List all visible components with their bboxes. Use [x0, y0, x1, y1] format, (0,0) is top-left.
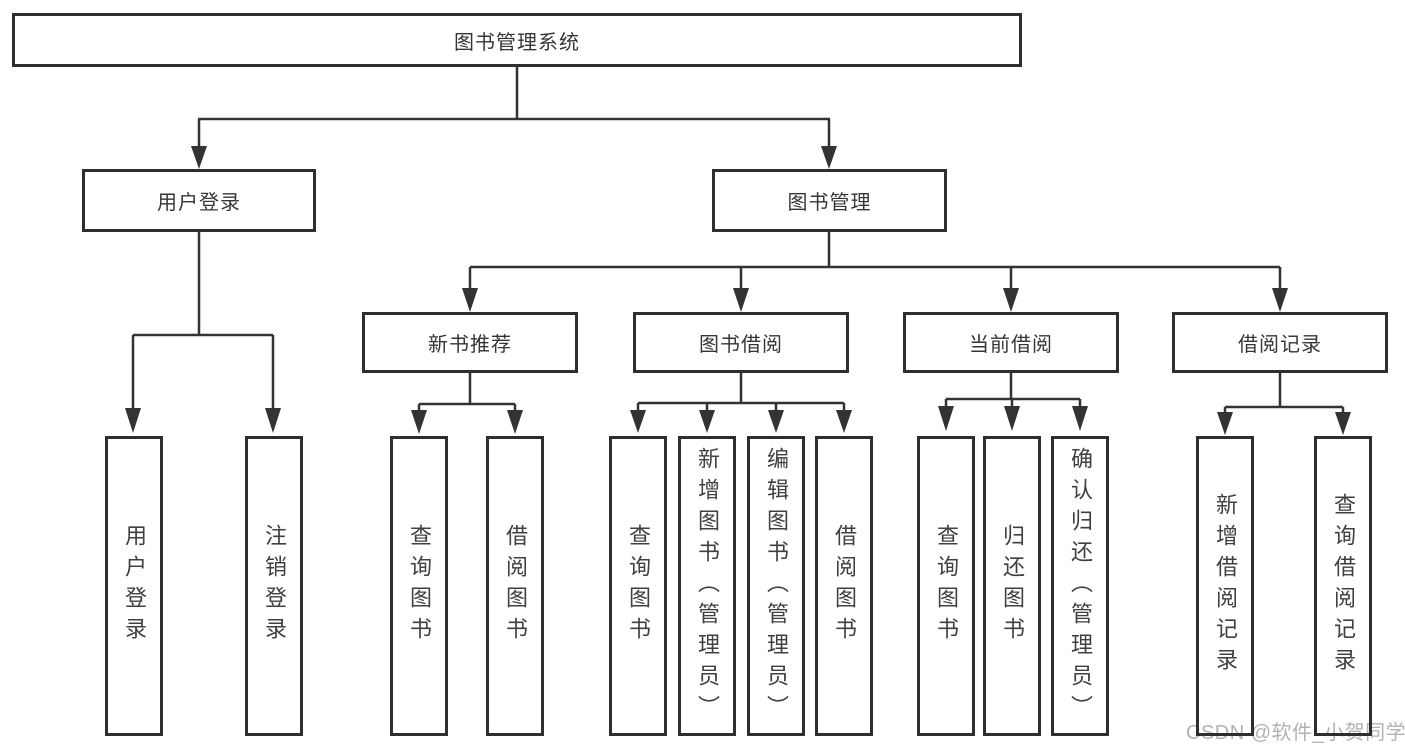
leaf-bb-borrow-book: 借阅图书 [815, 436, 873, 736]
leaf-cb-return-book: 归还图书 [983, 436, 1041, 736]
connector-path [131, 67, 1345, 414]
leaf-bb-edit-book: 编辑图书（管理员） [747, 436, 805, 736]
leaf-cb-confirm-return: 确认归还（管理员） [1051, 436, 1109, 736]
leaf-cb-query-book: 查询图书 [917, 436, 975, 736]
leaf-logout: 注销登录 [245, 436, 303, 736]
node-book-borrow: 图书借阅 [633, 312, 849, 373]
leaf-nbr-query-book: 查询图书 [390, 436, 448, 736]
watermark: CSDN @软件_小贺同学 [1186, 722, 1405, 744]
node-user-login: 用户登录 [82, 169, 316, 232]
node-current-borrow: 当前借阅 [903, 312, 1119, 373]
node-book-management: 图书管理 [712, 169, 947, 232]
leaf-user-login: 用户登录 [105, 436, 163, 736]
leaf-nbr-borrow-book: 借阅图书 [486, 436, 544, 736]
leaf-bb-query-book: 查询图书 [609, 436, 667, 736]
leaf-bb-add-book: 新增图书（管理员） [678, 436, 736, 736]
leaf-br-query-record: 查询借阅记录 [1314, 436, 1372, 736]
leaf-br-add-record: 新增借阅记录 [1196, 436, 1254, 736]
node-borrow-records: 借阅记录 [1172, 312, 1388, 373]
node-root: 图书管理系统 [12, 13, 1022, 67]
node-new-book-recommend: 新书推荐 [362, 312, 578, 373]
arrowhead-icons [125, 146, 1351, 435]
